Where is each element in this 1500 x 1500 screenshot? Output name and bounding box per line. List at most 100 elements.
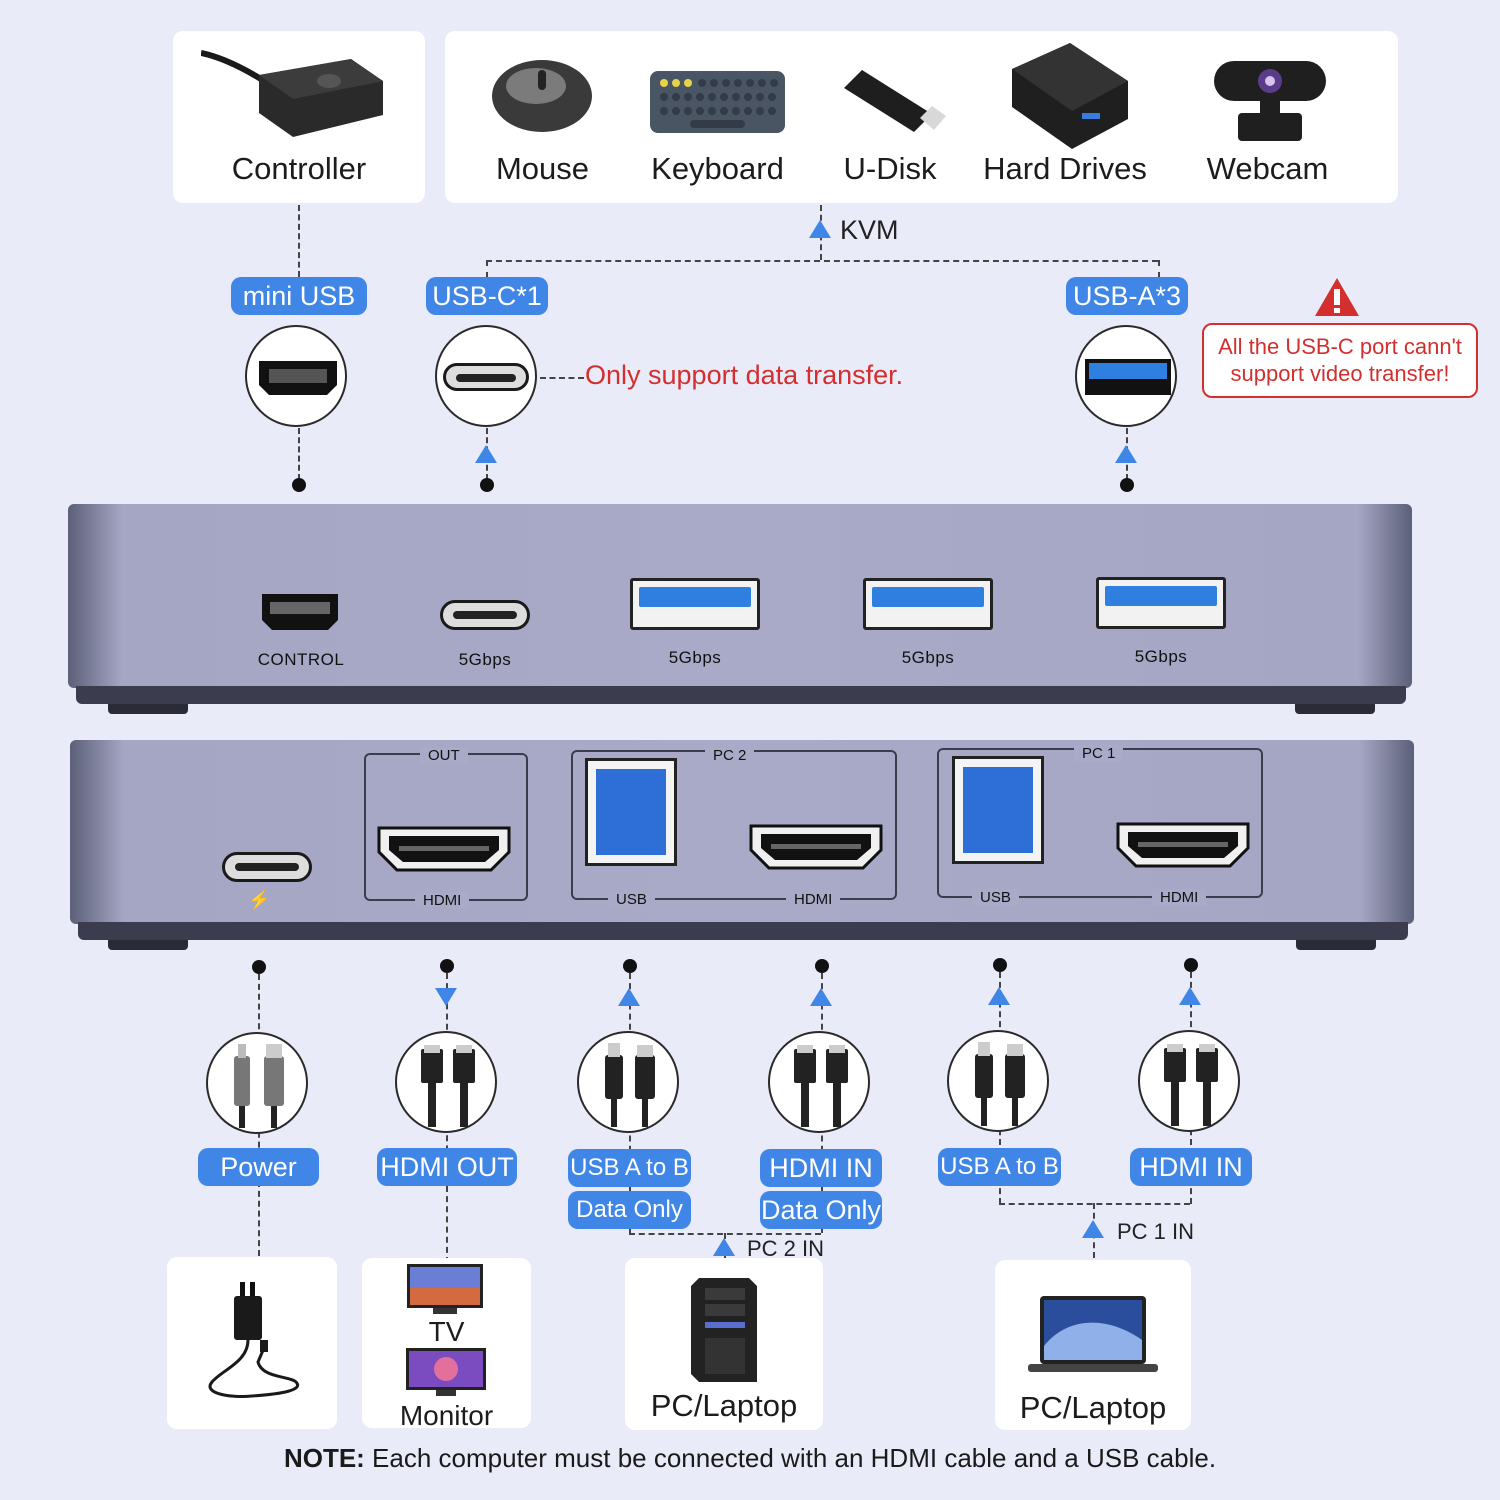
hdmi-out-tag: HDMI OUT — [377, 1148, 517, 1186]
pc2-target-card: PC/Laptop — [625, 1258, 823, 1430]
usba-branch-line — [1158, 260, 1160, 278]
controller-label: Controller — [231, 151, 367, 186]
rear-power-port[interactable] — [222, 852, 312, 882]
pc1-usb-cable-circle — [947, 1030, 1049, 1132]
pc2-usb-anchor-dot — [623, 959, 637, 973]
front-usb-a-port-3[interactable] — [1096, 577, 1226, 629]
usb-a-to-b-cable-icon — [605, 1043, 655, 1127]
warning-box: All the USB-C port cann't support video … — [1202, 323, 1478, 398]
rear-foot-right — [1296, 940, 1376, 950]
front-foot-right — [1295, 704, 1375, 714]
front-usb-a-2-speed: 5Gbps — [901, 648, 955, 667]
usbc-branch-line — [486, 260, 488, 278]
power-cable-circle — [206, 1032, 308, 1134]
usb-c-port-circle — [435, 325, 537, 427]
usbc-note-line — [540, 377, 584, 379]
controller-card: Controller — [173, 31, 425, 203]
usb-c-up-arrow-icon — [475, 445, 497, 463]
pc1-hdmi-label: HDMI — [1152, 889, 1207, 906]
pc1-hdmi-up-arrow-icon — [1179, 987, 1201, 1005]
hard-drives-label: Hard Drives — [983, 151, 1147, 186]
power-tag: Power — [198, 1148, 319, 1186]
kvm-devices-card: Mouse Keyboard U-Disk Hard Drives Webcam — [445, 31, 1398, 203]
pc2-group-title: PC 2 — [705, 747, 755, 764]
usb-a-tag: USB-A*3 — [1066, 277, 1188, 315]
controller-connector-line — [298, 205, 300, 277]
pc2-hdmi-cable-circle — [768, 1031, 870, 1133]
power-adapter-icon — [208, 1282, 300, 1398]
front-usb-a-port-2[interactable] — [863, 578, 993, 630]
note-bold: NOTE: — [283, 1443, 365, 1473]
front-usb-c-port[interactable] — [440, 600, 530, 630]
pc2-usb-cable-circle — [577, 1031, 679, 1133]
hdmi-cable-icon — [794, 1045, 848, 1127]
pc2-hdmi-in-tag: HDMI IN — [760, 1149, 882, 1187]
hdmi-cable-icon — [421, 1045, 475, 1127]
pc2-in-label: PC 2 IN — [747, 1236, 825, 1261]
front-usb-a-1-speed: 5Gbps — [668, 648, 722, 667]
pc2-usb-label: USB — [608, 891, 655, 908]
pc1-in-label: PC 1 IN — [1117, 1219, 1195, 1244]
warning-line-1: All the USB-C port cann't — [1218, 334, 1462, 359]
note-text: Each computer must be connected with an … — [364, 1443, 1217, 1473]
usb-a-anchor-dot — [1120, 478, 1134, 492]
pc1-target-label: PC/Laptop — [1019, 1390, 1167, 1425]
usb-c-cable-icon — [234, 1044, 284, 1128]
pc1-target-card: PC/Laptop — [995, 1260, 1191, 1430]
front-panel-base — [76, 686, 1406, 704]
mini-usb-down-line — [298, 428, 300, 480]
kvm-arrow-icon — [809, 220, 831, 238]
pc1-hdmi-port[interactable] — [1116, 822, 1250, 868]
udisk-icon — [844, 70, 946, 132]
controller-icon — [201, 50, 383, 137]
pc2-hdmi-label: HDMI — [786, 891, 841, 908]
pc2-hdmi-anchor-dot — [815, 959, 829, 973]
pc1-hdmi-anchor-dot — [1184, 958, 1198, 972]
out-hdmi-port[interactable] — [377, 826, 511, 872]
pc2-hdmi-up-arrow-icon — [810, 988, 832, 1006]
webcam-icon — [1214, 61, 1326, 141]
pc2-in-arrow-icon — [713, 1238, 735, 1256]
pc2-hdmi-port[interactable] — [749, 824, 883, 870]
tv-icon — [407, 1264, 483, 1314]
control-label: CONTROL — [257, 650, 345, 669]
display-card: TV Monitor — [362, 1258, 531, 1431]
hdmi-out-cable-circle — [395, 1031, 497, 1133]
laptop-icon — [1028, 1296, 1158, 1372]
pc1-usb-b-port[interactable] — [952, 756, 1044, 864]
hdmi-cable-icon — [1164, 1044, 1218, 1126]
hdmi-out-anchor-dot — [440, 959, 454, 973]
monitor-icon — [406, 1348, 486, 1396]
warning-triangle-icon — [1315, 278, 1359, 316]
control-port-icon — [262, 594, 338, 630]
front-usb-a-3-speed: 5Gbps — [1134, 647, 1188, 666]
pc2-data-only-tag-1: Data Only — [568, 1191, 691, 1229]
pc1-hdmi-cable-circle — [1138, 1030, 1240, 1132]
usb-a-port-icon — [1085, 359, 1171, 395]
usb-c-port-icon — [443, 363, 529, 391]
warning-line-2: support video transfer! — [1230, 361, 1450, 386]
mini-usb-tag: mini USB — [231, 277, 367, 315]
front-foot-left — [108, 704, 188, 714]
pc1-group-title: PC 1 — [1074, 745, 1124, 762]
out-group-title: OUT — [420, 747, 468, 764]
rear-panel-base — [78, 922, 1408, 940]
keyboard-label: Keyboard — [651, 151, 784, 186]
pc2-usb-up-arrow-icon — [618, 988, 640, 1006]
kvm-branch-line — [486, 260, 1158, 262]
usb-a-to-b-cable-icon — [975, 1042, 1025, 1126]
footer-note: NOTE: Each computer must be connected wi… — [0, 1443, 1500, 1474]
mouse-icon — [492, 60, 592, 132]
usb-a-port-circle — [1075, 325, 1177, 427]
pc1-in-arrow-icon — [1082, 1220, 1104, 1238]
pc1-usb-anchor-dot — [993, 958, 1007, 972]
front-usb-a-port-1[interactable] — [630, 578, 760, 630]
tv-label: TV — [428, 1316, 465, 1347]
usb-c-anchor-dot — [480, 478, 494, 492]
power-adapter-card — [167, 1257, 337, 1429]
usb-a-up-arrow-icon — [1115, 445, 1137, 463]
power-symbol: ⚡ — [248, 890, 271, 910]
pc2-usb-b-port[interactable] — [585, 758, 677, 866]
out-hdmi-label: HDMI — [415, 892, 470, 909]
monitor-label: Monitor — [399, 1400, 494, 1431]
